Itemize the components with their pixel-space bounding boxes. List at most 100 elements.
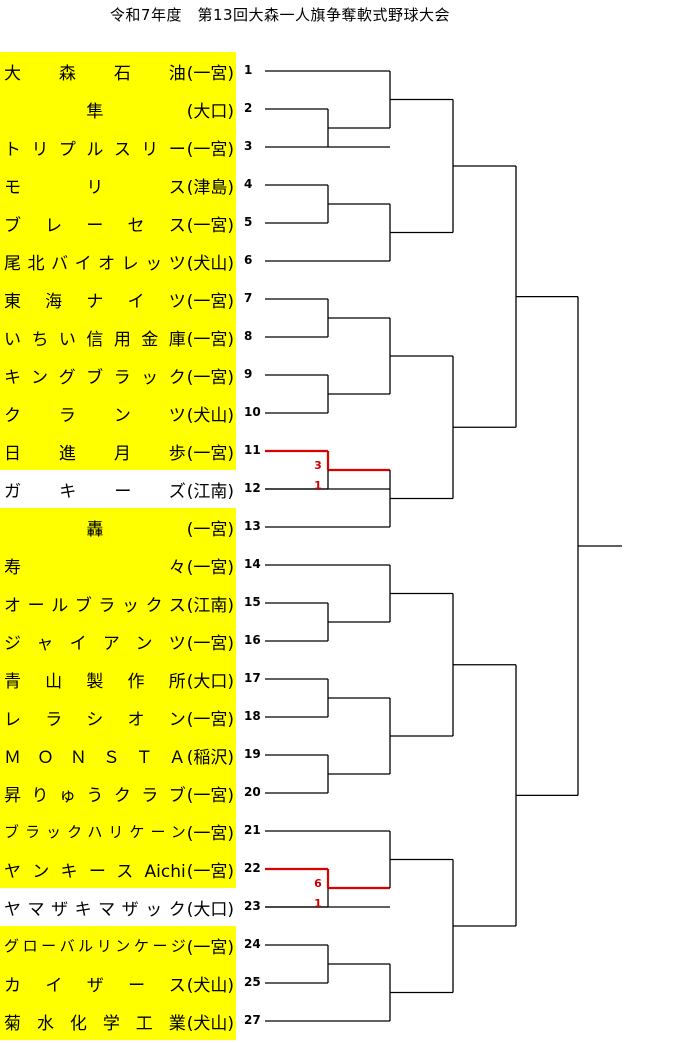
entry-number: 22 (244, 861, 261, 875)
entry-number: 7 (244, 291, 253, 305)
entry-number: 3 (244, 139, 253, 153)
team-name: ヤマザキマザック (4, 899, 186, 920)
team-row: 轟(一宮) (0, 508, 236, 546)
entry-number: 23 (244, 899, 261, 913)
team-row: 日進月歩(一宮) (0, 432, 236, 470)
score-1: 1 (314, 479, 322, 492)
team-name: 日進月歩 (4, 443, 186, 464)
team-area: (犬山) (186, 1013, 234, 1034)
score-3: 3 (314, 459, 322, 472)
score-1: 1 (314, 897, 322, 910)
entry-number: 11 (244, 443, 261, 457)
team-name: 尾北バイオレッツ (4, 253, 186, 274)
team-name: 轟 (86, 519, 104, 540)
team-row: カイザース(犬山) (0, 964, 236, 1002)
team-area: (一宮) (186, 557, 234, 578)
team-area: (一宮) (186, 443, 234, 464)
team-area: (一宮) (186, 785, 234, 806)
entry-number: 5 (244, 215, 253, 229)
team-area: (津島) (186, 177, 234, 198)
team-row: 昇りゅうクラブ(一宮) (0, 774, 236, 812)
team-area: (犬山) (186, 405, 234, 426)
entry-number: 1 (244, 63, 253, 77)
team-name: 東海ナイツ (4, 291, 186, 312)
team-name: 隼 (86, 101, 104, 122)
team-area: (一宮) (186, 709, 234, 730)
team-name: カイザース (4, 975, 186, 996)
team-row: モリス(津島) (0, 166, 236, 204)
team-name: 菊水化学工業 (4, 1013, 186, 1034)
entry-number: 18 (244, 709, 261, 723)
team-name: ガキーズ (4, 481, 186, 502)
entry-number: 21 (244, 823, 261, 837)
team-name: ブラックハリケーン (4, 822, 186, 841)
page-title: 令和7年度 第13回大森一人旗争奪軟式野球大会 (109, 6, 451, 24)
team-row: 菊水化学工業(犬山) (0, 1002, 236, 1040)
team-row: ＭＯＮＳＴＡ(稲沢) (0, 736, 236, 774)
entry-number: 2 (244, 101, 253, 115)
entry-number: 8 (244, 329, 253, 343)
team-row: 寿々(一宮) (0, 546, 236, 584)
entry-number: 4 (244, 177, 253, 191)
entry-number: 15 (244, 595, 261, 609)
entry-number: 25 (244, 975, 261, 989)
team-area: (稲沢) (186, 747, 234, 768)
team-row: レラシオン(一宮) (0, 698, 236, 736)
team-row: クランツ(犬山) (0, 394, 236, 432)
team-area: (犬山) (186, 253, 234, 274)
team-area: (犬山) (186, 975, 234, 996)
team-area: (江南) (186, 481, 234, 502)
team-name: オールブラックス (4, 595, 186, 616)
team-row: グローバルリンケージ(一宮) (0, 926, 236, 964)
team-name: クランツ (4, 405, 186, 426)
team-area: (一宮) (186, 215, 234, 236)
entry-number: 24 (244, 937, 261, 951)
team-area: (一宮) (186, 329, 234, 350)
team-name: 寿々 (4, 557, 186, 578)
entry-number: 13 (244, 519, 261, 533)
team-row: 東海ナイツ(一宮) (0, 280, 236, 318)
entry-number: 20 (244, 785, 261, 799)
team-name: 昇りゅうクラブ (4, 785, 186, 806)
team-row: 隼 (大口) (0, 90, 236, 128)
team-area: (大口) (186, 671, 234, 692)
entry-number: 9 (244, 367, 253, 381)
team-area: (一宮) (186, 633, 234, 654)
team-area: (一宮) (186, 139, 234, 160)
entry-number: 19 (244, 747, 261, 761)
team-area: (一宮) (186, 823, 234, 844)
team-name: ＭＯＮＳＴＡ (4, 747, 186, 768)
team-row: 大森石油(一宮) (0, 52, 236, 90)
team-name: ジャイアンツ (4, 633, 186, 654)
team-name: ヤンキースAichi (4, 861, 186, 882)
team-row: 青山製作所(大口) (0, 660, 236, 698)
team-row: ガキーズ(江南) (0, 470, 236, 508)
team-area: (江南) (186, 595, 234, 616)
team-row: トリプルスリー(一宮) (0, 128, 236, 166)
team-name: トリプルスリー (4, 139, 186, 160)
team-name: モリス (4, 177, 186, 198)
team-area: (一宮) (186, 861, 234, 882)
entry-number: 12 (244, 481, 261, 495)
team-row: ブレーセス(一宮) (0, 204, 236, 242)
entry-number: 14 (244, 557, 261, 571)
team-row: オールブラックス(江南) (0, 584, 236, 622)
team-name: ブレーセス (4, 215, 186, 236)
team-area: (一宮) (186, 291, 234, 312)
entry-number: 27 (244, 1013, 261, 1027)
team-row: ヤマザキマザック(大口) (0, 888, 236, 926)
team-row: ブラックハリケーン(一宮) (0, 812, 236, 850)
team-area: (大口) (186, 101, 234, 122)
team-name: いちい信用金庫 (4, 329, 186, 350)
team-name: キングブラック (4, 367, 186, 388)
team-row: キングブラック(一宮) (0, 356, 236, 394)
entry-number: 6 (244, 253, 253, 267)
team-row: ヤンキースAichi(一宮) (0, 850, 236, 888)
score-6: 6 (314, 877, 322, 890)
team-row: ジャイアンツ(一宮) (0, 622, 236, 660)
entry-number: 16 (244, 633, 261, 647)
team-area: (大口) (186, 899, 234, 920)
team-area: (一宮) (186, 367, 234, 388)
entry-number: 10 (244, 405, 261, 419)
